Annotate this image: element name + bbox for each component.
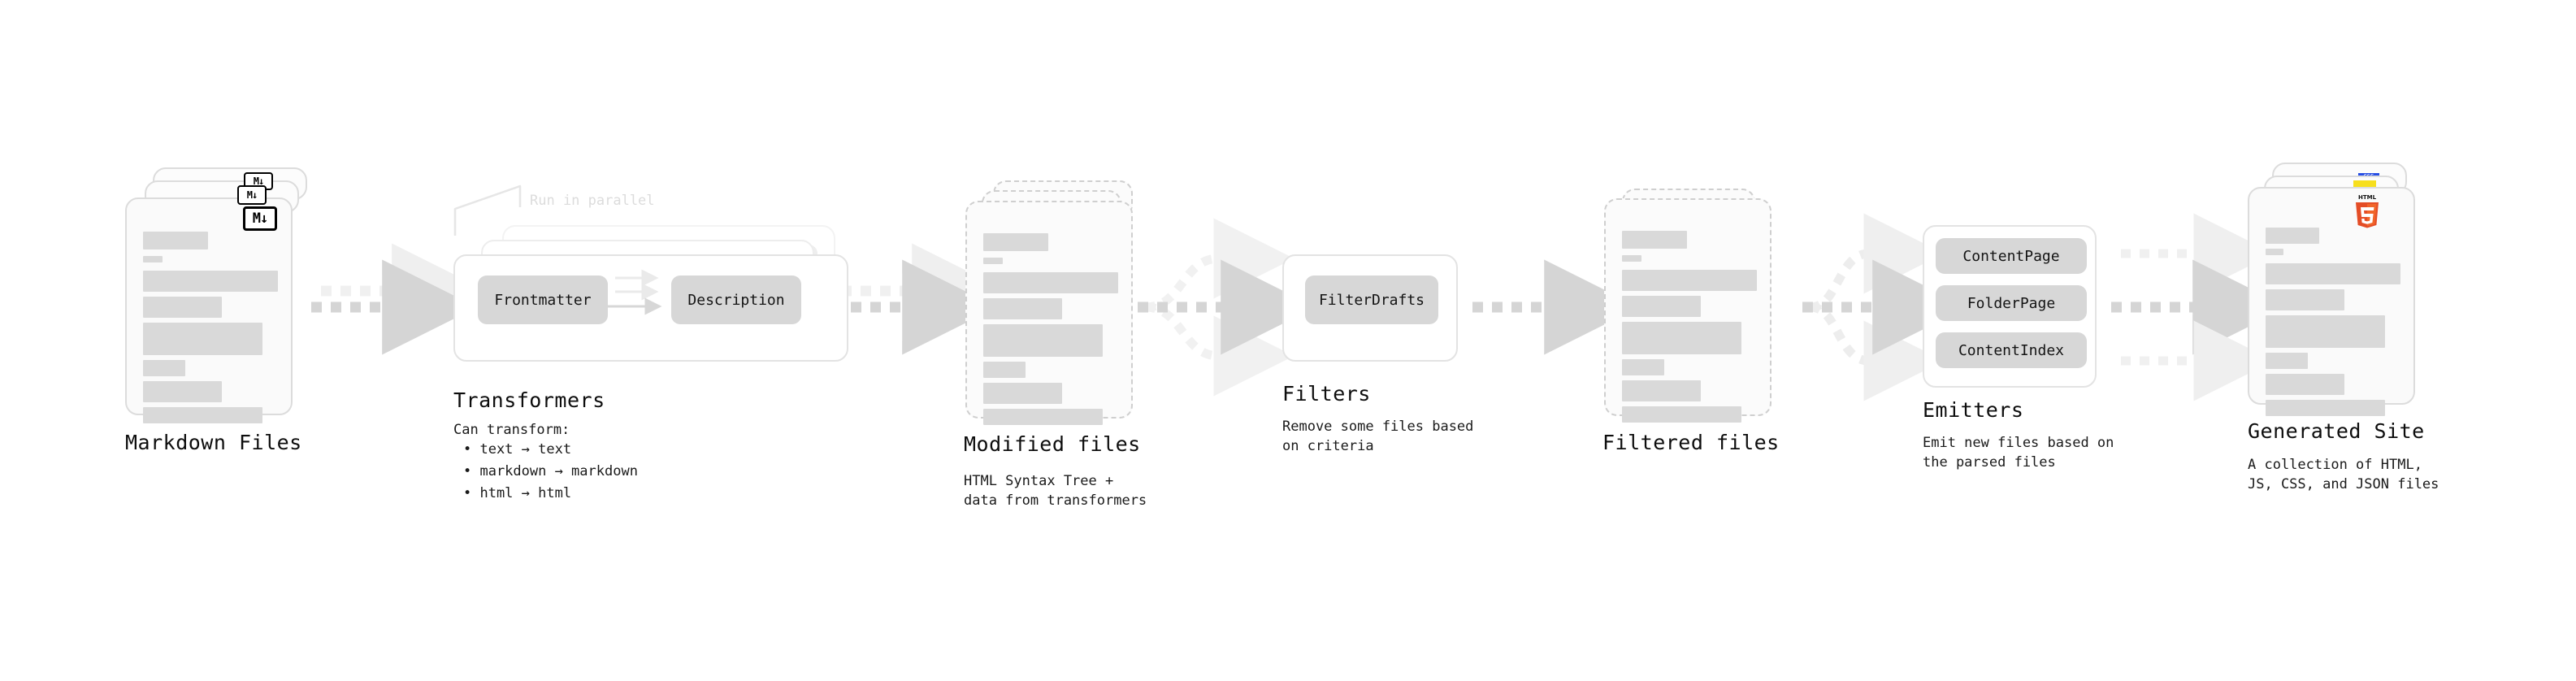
content-bar (1622, 270, 1757, 291)
emitters-subtitle: Emit new files based on the parsed files (1923, 435, 2114, 471)
content-bar (983, 233, 1048, 251)
content-bar (143, 256, 163, 262)
content-bar (983, 272, 1118, 293)
filters-box[interactable]: FilterDrafts (1282, 254, 1458, 362)
content-bar (983, 383, 1062, 404)
content-bar (1622, 359, 1664, 375)
transformers-bullet-0: • text → text (463, 441, 572, 458)
transformers-title: Transformers (453, 388, 605, 412)
emitter-chip-contentpage[interactable]: ContentPage (1936, 238, 2087, 274)
markdown-card-front (125, 197, 293, 423)
emitter-chip-folderpage[interactable]: FolderPage (1936, 285, 2087, 321)
svg-text:HTML: HTML (2358, 194, 2377, 201)
content-bar (1622, 296, 1701, 317)
transformer-chip-frontmatter[interactable]: Frontmatter (478, 275, 608, 324)
filter-chip-filterdrafts[interactable]: FilterDrafts (1305, 275, 1438, 324)
generated-site-title: Generated Site (2248, 419, 2425, 443)
content-bar (143, 297, 222, 318)
content-bar (2266, 374, 2344, 395)
markdown-badge: M↓ (237, 185, 267, 205)
content-bar (143, 232, 208, 249)
filters-title: Filters (1282, 382, 1371, 406)
filtered-card-front (1604, 198, 1772, 423)
content-bar (983, 409, 1103, 425)
content-bar (983, 258, 1003, 264)
emitter-chip-contentindex[interactable]: ContentIndex (1936, 332, 2087, 368)
markdown-files-title: Markdown Files (125, 431, 302, 454)
arrow-emitters-to-site (2111, 213, 2288, 401)
content-bar (1622, 406, 1741, 423)
modified-files-subtitle: HTML Syntax Tree + data from transformer… (964, 473, 1147, 509)
generated-site-subtitle: A collection of HTML, JS, CSS, and JSON … (2248, 457, 2439, 492)
html5-icon: HTML (2356, 194, 2379, 228)
content-bar (2266, 263, 2400, 284)
content-bar (983, 324, 1103, 357)
modified-files-title: Modified files (964, 432, 1141, 456)
transformer-chip-description[interactable]: Description (671, 275, 801, 324)
content-bar (143, 323, 262, 355)
transformers-bullet-1: • markdown → markdown (463, 463, 638, 479)
transformers-bullet-2: • html → html (463, 485, 572, 501)
content-bar (2266, 249, 2283, 255)
modified-card-front (965, 201, 1133, 425)
content-bar (2266, 353, 2308, 369)
content-bar (143, 271, 278, 292)
content-bar (2266, 228, 2319, 244)
run-in-parallel-label: Run in parallel (530, 193, 655, 209)
content-bar (1622, 380, 1701, 401)
content-bar (1622, 231, 1687, 249)
content-bar (2266, 400, 2385, 416)
emitters-box[interactable]: ContentPage FolderPage ContentIndex (1923, 225, 2097, 388)
arrow-modified-to-filters (1138, 218, 1316, 397)
markdown-badge: M↓ (243, 206, 277, 231)
filters-subtitle: Remove some files based on criteria (1282, 419, 1474, 454)
site-card-front (2248, 187, 2415, 416)
content-bar (1622, 255, 1641, 262)
content-bar (2266, 315, 2385, 348)
arrow-filtered-to-emitters (1802, 213, 1968, 401)
content-bar (2266, 289, 2344, 310)
content-bar (143, 407, 262, 423)
filtered-files-title: Filtered files (1602, 431, 1780, 454)
content-bar (143, 360, 185, 376)
transformers-subtitle: Can transform: (453, 422, 570, 438)
transformer-box-front[interactable]: Frontmatter Description (453, 254, 848, 362)
content-bar (983, 298, 1062, 319)
arrow-md-to-transformers (311, 243, 488, 355)
emitters-title: Emitters (1923, 398, 2024, 422)
content-bar (983, 362, 1026, 378)
content-bar (1622, 322, 1741, 354)
content-bar (143, 381, 222, 402)
